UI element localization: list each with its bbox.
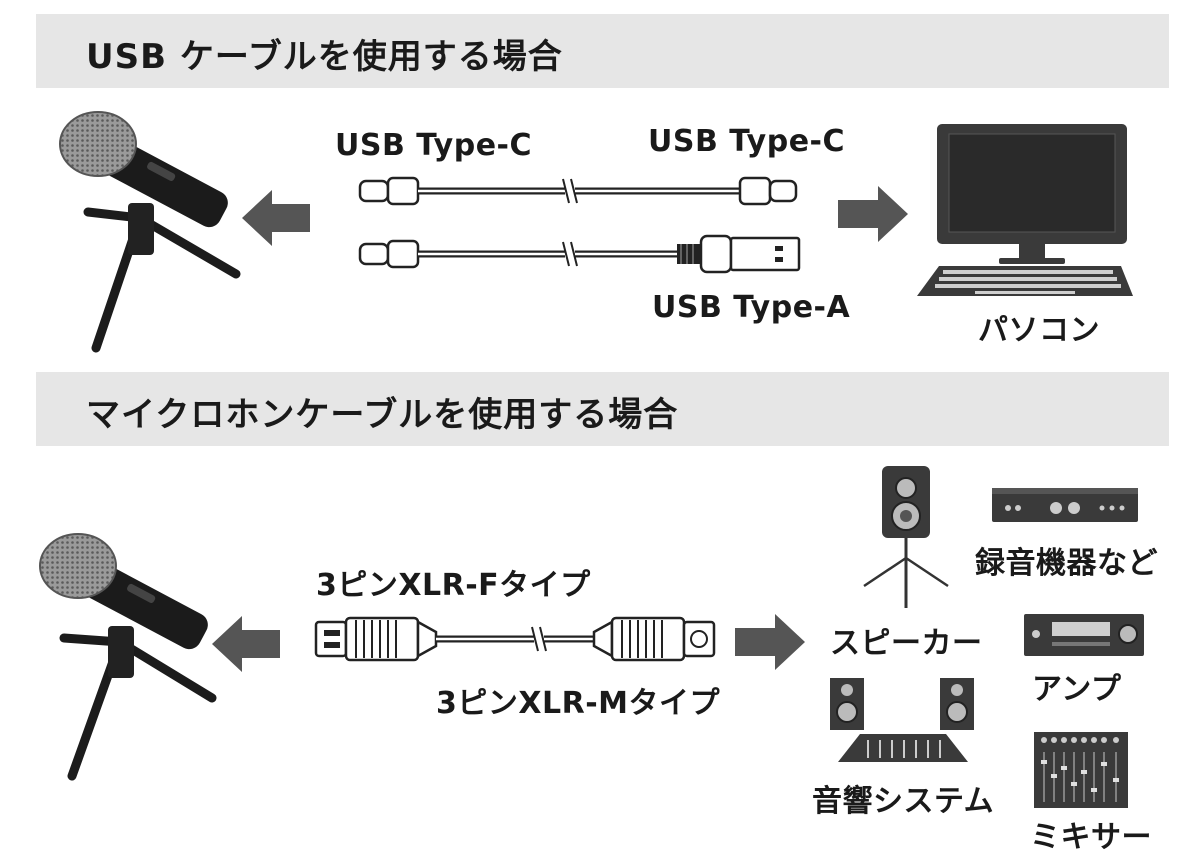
usb-type-c-left-label: USB Type-C bbox=[335, 128, 533, 163]
usb-c-connector-icon bbox=[358, 176, 420, 206]
amplifier-label: アンプ bbox=[1032, 672, 1122, 707]
microphone-icon bbox=[39, 533, 217, 781]
computer-label: パソコン bbox=[978, 313, 1100, 348]
section-mic-cable-title: マイクロホンケーブルを使用する場合 bbox=[86, 395, 679, 435]
section-mic-cable-header: マイクロホンケーブルを使用する場合 bbox=[36, 372, 1169, 446]
mixer-label: ミキサー bbox=[1030, 820, 1152, 855]
section-usb-header: USB ケーブルを使用する場合 bbox=[36, 14, 1169, 88]
usb-type-a-label: USB Type-A bbox=[652, 290, 851, 325]
arrow-to-devices-icon bbox=[735, 614, 805, 670]
speaker-stand-icon bbox=[863, 466, 949, 608]
arrow-to-microphone-icon bbox=[212, 616, 280, 672]
recorder-label: 録音機器など bbox=[975, 546, 1158, 581]
xlr-male-label: 3ピンXLR-Mタイプ bbox=[436, 686, 721, 721]
mixer-icon bbox=[1034, 732, 1128, 808]
xlr-cable bbox=[314, 616, 716, 662]
xlr-male-connector-icon bbox=[592, 616, 716, 662]
section-usb-title: USB ケーブルを使用する場合 bbox=[86, 37, 563, 77]
xlr-female-label: 3ピンXLR-Fタイプ bbox=[316, 568, 591, 603]
speaker-label: スピーカー bbox=[830, 626, 983, 661]
computer-icon bbox=[917, 124, 1133, 296]
recorder-icon bbox=[992, 488, 1138, 522]
xlr-female-connector-icon bbox=[314, 616, 438, 662]
sound-system-label: 音響システム bbox=[812, 784, 995, 819]
arrow-to-microphone-icon bbox=[242, 190, 310, 246]
usb-a-connector-icon bbox=[677, 234, 801, 274]
usb-type-c-right-label: USB Type-C bbox=[648, 124, 846, 159]
microphone-icon bbox=[59, 111, 241, 353]
amplifier-icon bbox=[1024, 614, 1144, 656]
sound-system-icon bbox=[830, 678, 974, 762]
arrow-to-computer-icon bbox=[838, 186, 908, 242]
usb-c-to-c-cable bbox=[358, 176, 801, 274]
